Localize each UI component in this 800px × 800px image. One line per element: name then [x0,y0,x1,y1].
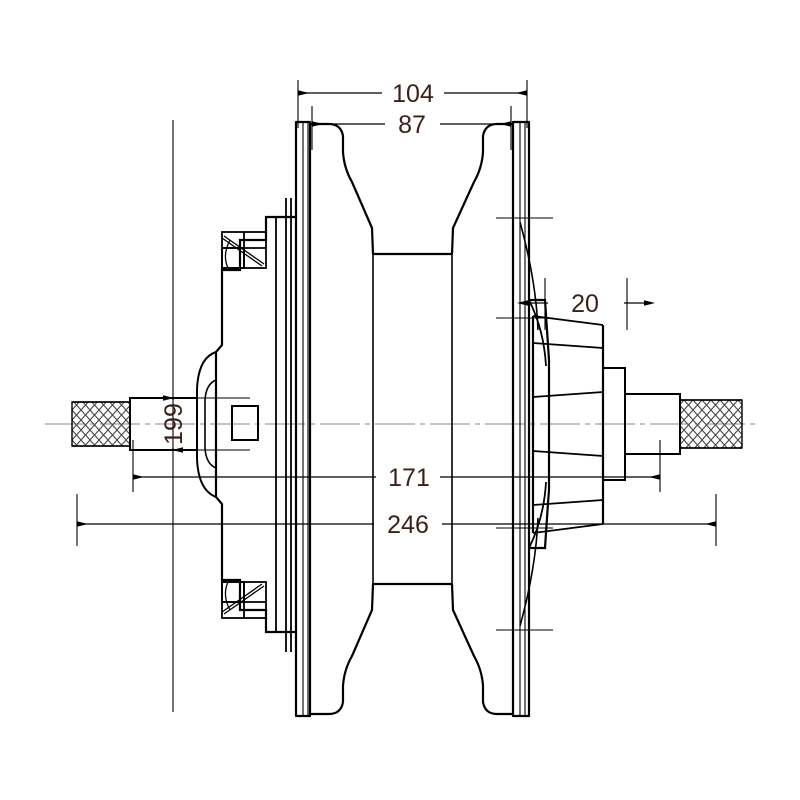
dimension-171-label: 171 [388,464,430,492]
axle-thread-left [71,401,131,447]
extension-lines [76,80,717,712]
dimension-199-label: 199 [160,403,188,445]
rim-well-top [310,122,513,256]
rim-flange-right [511,120,531,718]
dimension-171: 171 [133,464,660,492]
motor-shell-plates [275,198,292,652]
dimension-20: 20 [517,290,655,318]
axle-right [602,367,743,481]
bearing-detail-lower-left [221,581,267,619]
motor-cone-ribs [532,315,604,534]
motor-shell-left [214,198,296,652]
dimension-104: 104 [298,80,527,108]
rim-flange-left [294,120,312,718]
axle-thread-right [679,399,743,449]
rim-well-bottom [310,582,513,716]
dimension-87-label: 87 [398,111,426,139]
bearing-detail-upper-left [221,231,267,269]
motor-shell-right-arcs [519,221,547,627]
dimension-20-label: 20 [571,290,599,318]
dimension-246-label: 246 [387,511,429,539]
rim-barrel-walls [372,254,453,584]
dimension-104-label: 104 [392,80,434,108]
dimension-199: 199 [160,395,188,453]
wheel-rim-profile [294,120,531,718]
motor-shell-outline [214,215,296,634]
dimension-246: 246 [77,511,716,539]
dimension-87: 87 [312,111,511,139]
